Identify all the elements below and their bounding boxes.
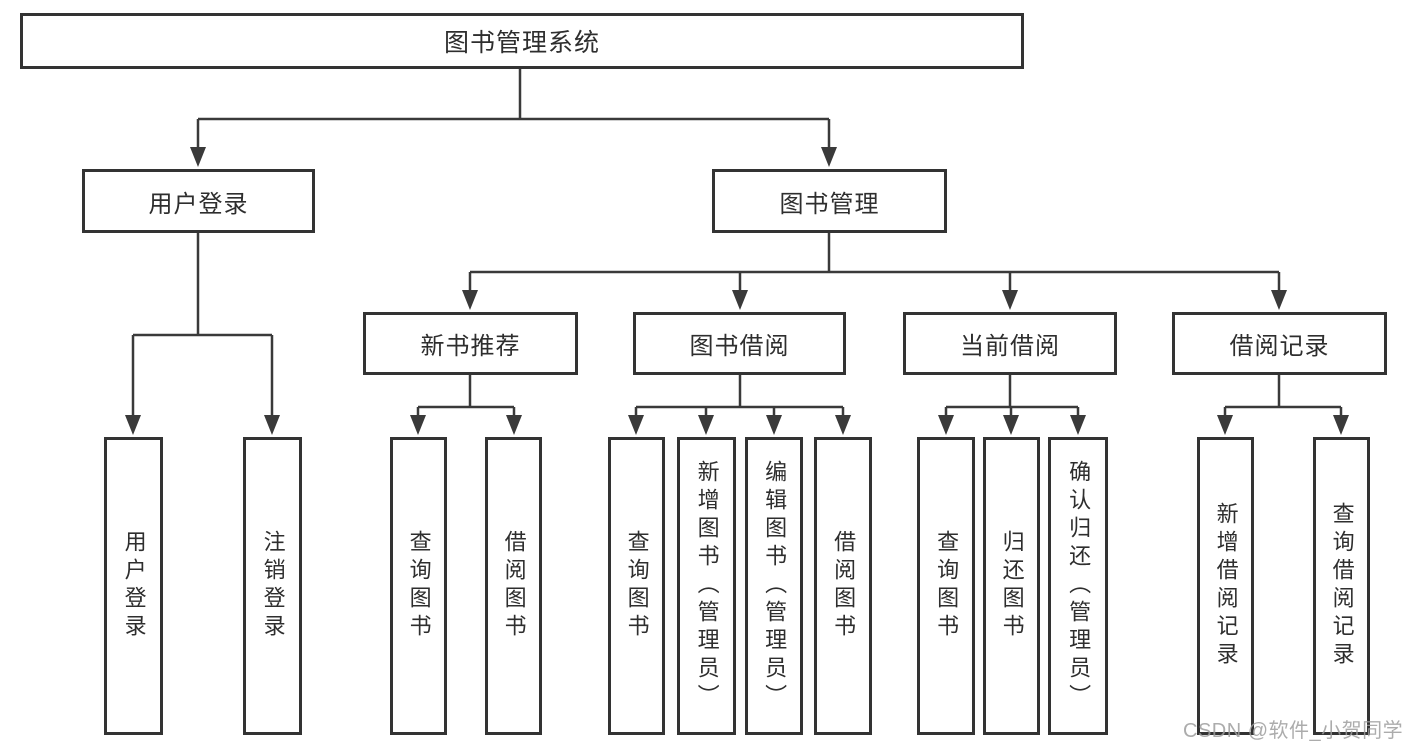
leaf-logout-label: 注销登录 <box>260 530 286 642</box>
leaf-query-book-recommend: 查询图书 <box>390 437 447 735</box>
node-borrow-record-label: 借阅记录 <box>1229 333 1330 360</box>
csdn-watermark: CSDN @软件_小贺同学 <box>1183 720 1404 742</box>
leaf-query-book-current: 查询图书 <box>917 437 975 735</box>
leaf-return-book: 归还图书 <box>983 437 1040 735</box>
node-book-borrow-label: 图书借阅 <box>689 333 790 360</box>
node-book-borrow: 图书借阅 <box>633 312 846 375</box>
node-book-management-label: 图书管理 <box>779 190 880 218</box>
node-user-login: 用户登录 <box>82 169 315 233</box>
leaf-query-book-recommend-label: 查询图书 <box>406 530 432 642</box>
leaf-user-login: 用户登录 <box>104 437 163 735</box>
leaf-add-borrow-record: 新增借阅记录 <box>1197 437 1254 735</box>
node-current-borrow: 当前借阅 <box>903 312 1117 375</box>
leaf-query-book-borrow: 查询图书 <box>608 437 665 735</box>
leaf-borrow-book: 借阅图书 <box>814 437 872 735</box>
leaf-add-book-admin: 新增图书（管理员） <box>677 437 736 735</box>
leaf-borrow-book-recommend: 借阅图书 <box>485 437 542 735</box>
leaf-confirm-return-admin-label: 确认归还（管理员） <box>1066 460 1092 712</box>
leaf-confirm-return-admin: 确认归还（管理员） <box>1048 437 1108 735</box>
leaf-borrow-book-recommend-label: 借阅图书 <box>501 530 527 642</box>
leaf-edit-book-admin-label: 编辑图书（管理员） <box>762 460 788 712</box>
leaf-query-borrow-record: 查询借阅记录 <box>1313 437 1370 735</box>
leaf-user-login-label: 用户登录 <box>121 530 147 642</box>
leaf-query-borrow-record-label: 查询借阅记录 <box>1329 502 1355 670</box>
leaf-add-borrow-record-label: 新增借阅记录 <box>1213 502 1239 670</box>
leaf-query-book-current-label: 查询图书 <box>934 530 960 642</box>
node-user-login-label: 用户登录 <box>148 190 249 218</box>
arrow-down-icons <box>125 147 1349 435</box>
leaf-borrow-book-label: 借阅图书 <box>831 530 857 642</box>
node-current-borrow-label: 当前借阅 <box>960 333 1060 360</box>
node-new-book-recommend-label: 新书推荐 <box>420 333 521 360</box>
leaf-query-book-borrow-label: 查询图书 <box>624 530 650 642</box>
node-book-management: 图书管理 <box>712 169 947 233</box>
node-borrow-record: 借阅记录 <box>1172 312 1387 375</box>
node-root: 图书管理系统 <box>20 13 1024 69</box>
node-root-label: 图书管理系统 <box>443 29 600 57</box>
leaf-return-book-label: 归还图书 <box>999 530 1025 642</box>
leaf-add-book-admin-label: 新增图书（管理员） <box>694 460 720 712</box>
leaf-edit-book-admin: 编辑图书（管理员） <box>745 437 803 735</box>
leaf-logout: 注销登录 <box>243 437 302 735</box>
node-new-book-recommend: 新书推荐 <box>363 312 578 375</box>
